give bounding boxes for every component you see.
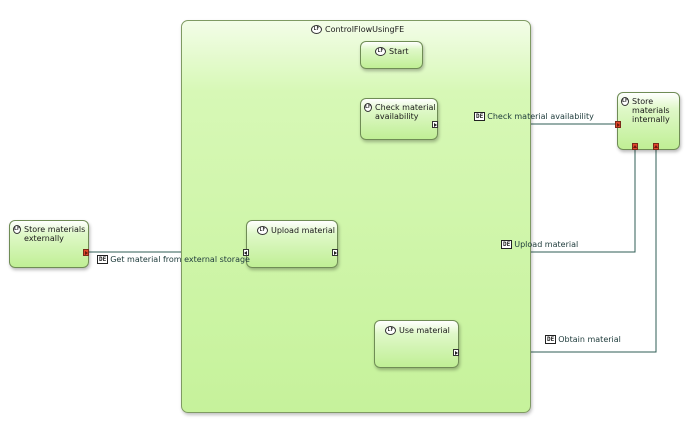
triangle-icon bbox=[85, 251, 88, 255]
flow-obtain-text: Obtain material bbox=[558, 335, 621, 344]
node-check-body: LF Check material availability bbox=[364, 103, 436, 121]
node-upload-label: Upload material bbox=[271, 226, 335, 235]
port-store-internal-obtain[interactable] bbox=[653, 143, 659, 150]
lf-icon: LF bbox=[13, 225, 22, 234]
port-use-out[interactable] bbox=[453, 349, 459, 356]
node-store-external[interactable]: LF Store materials externally bbox=[9, 220, 89, 268]
node-store-external-body: LF Store materials externally bbox=[13, 225, 88, 243]
lf-icon: LF bbox=[311, 25, 322, 34]
triangle-icon bbox=[617, 123, 620, 127]
de-icon: DE bbox=[474, 112, 486, 121]
node-start[interactable]: LF Start bbox=[360, 41, 423, 69]
de-icon: DE bbox=[545, 335, 557, 344]
flow-check-text: Check material availability bbox=[487, 112, 594, 121]
node-use-material[interactable]: LF Use material bbox=[374, 320, 459, 368]
port-store-internal-upload[interactable] bbox=[632, 143, 638, 150]
triangle-up-icon bbox=[654, 145, 658, 148]
lf-icon: LF bbox=[257, 226, 268, 235]
node-upload-material[interactable]: LF Upload material bbox=[246, 220, 338, 268]
port-store-internal-in[interactable] bbox=[615, 121, 621, 128]
triangle-up-icon bbox=[633, 145, 637, 148]
de-icon: DE bbox=[501, 240, 513, 249]
container-controlflow[interactable] bbox=[181, 20, 531, 413]
node-use-body: LF Use material bbox=[385, 326, 450, 335]
node-start-label: Start bbox=[389, 47, 409, 56]
node-store-internal[interactable]: LF Store materials internally bbox=[617, 92, 680, 150]
de-icon: DE bbox=[97, 255, 109, 264]
node-use-label: Use material bbox=[399, 326, 450, 335]
lf-icon: LF bbox=[364, 103, 373, 112]
node-store-internal-label: Store materials internally bbox=[632, 97, 670, 124]
port-store-external-out[interactable] bbox=[83, 249, 89, 256]
node-store-internal-body: LF Store materials internally bbox=[621, 97, 679, 124]
port-check-out[interactable] bbox=[432, 121, 438, 128]
triangle-icon bbox=[434, 123, 437, 127]
triangle-icon bbox=[334, 251, 337, 255]
node-store-external-label: Store materials externally bbox=[24, 225, 86, 243]
lf-icon: LF bbox=[385, 326, 396, 335]
node-check-material[interactable]: LF Check material availability bbox=[360, 98, 438, 140]
container-title-label: ControlFlowUsingFE bbox=[325, 25, 405, 34]
node-start-body: LF Start bbox=[375, 47, 409, 56]
node-check-label: Check material availability bbox=[375, 103, 436, 121]
port-upload-out[interactable] bbox=[332, 249, 338, 256]
lf-icon: LF bbox=[621, 97, 630, 106]
triangle-icon bbox=[244, 251, 247, 255]
port-upload-in[interactable] bbox=[243, 249, 249, 256]
lf-icon: LF bbox=[375, 47, 386, 56]
triangle-icon bbox=[455, 351, 458, 355]
flow-upload-text: Upload material bbox=[514, 240, 579, 249]
node-upload-body: LF Upload material bbox=[257, 226, 335, 235]
flow-external-text: Get material from external storage bbox=[110, 255, 250, 264]
